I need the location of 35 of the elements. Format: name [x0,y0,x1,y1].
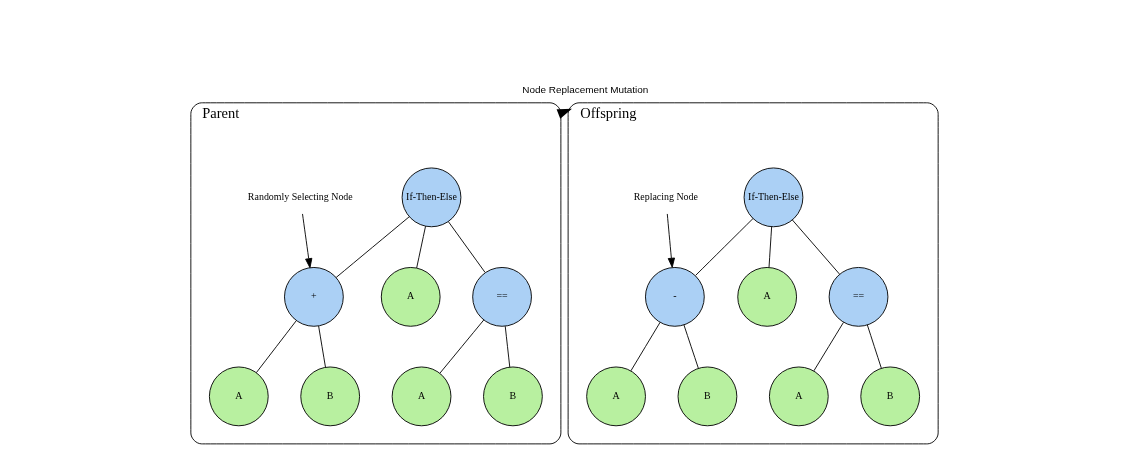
node-circle: B [482,366,543,427]
connector [415,225,426,269]
node-circle: If-Then-Else [743,167,803,228]
connector [812,321,844,372]
node-circle: B [299,366,360,427]
connector [768,226,772,268]
node-circle: - [644,267,705,327]
node-circle: == [828,267,888,327]
connector [629,321,660,372]
connector [504,325,510,368]
connector [447,221,485,273]
node-circle: == [471,267,532,327]
connector [791,219,840,275]
node-circle: If-Then-Else [401,167,461,228]
node-circle: B [677,366,737,427]
node-circle: A [768,366,829,427]
node-circle: A [391,366,451,427]
connector [683,324,699,369]
connector [694,218,753,276]
connector [335,216,410,278]
node-text: Replacing Node [633,190,698,202]
connector [317,325,326,368]
arrow [301,213,312,269]
node-text: Randomly Selecting Node [247,190,353,202]
arrow [666,213,675,268]
connector [439,319,484,374]
node-circle: + [283,267,344,327]
node-circle: B [859,366,920,427]
connector [866,324,882,369]
node-circle: A [585,366,646,427]
node-circle: A [380,267,441,327]
connector [255,320,297,374]
edge-label: Node Replacement Mutation [521,83,648,95]
node-circle: A [736,267,797,327]
node-circle: A [208,366,269,427]
